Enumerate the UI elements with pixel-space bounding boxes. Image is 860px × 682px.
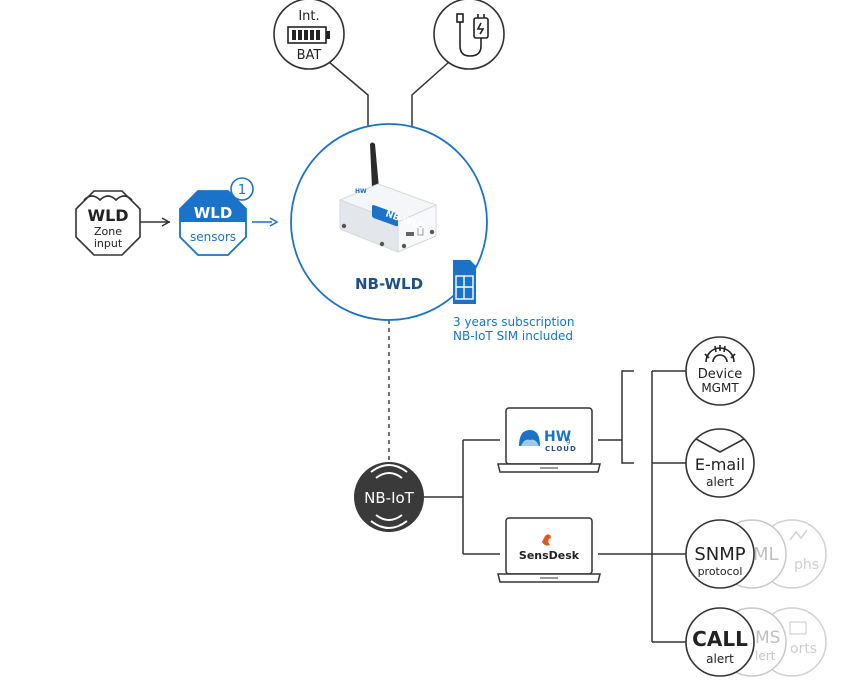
hwg-cloud-laptop: HW g CLOUD [497,407,601,473]
battery-bottom-label: BAT [297,48,322,63]
sensor-count-badge [230,177,254,201]
email-line2: alert [706,475,734,489]
sensdesk-label: SensDesk [519,549,580,562]
call-alert-node: CALL alert [685,607,755,677]
sensors-arrow-head [269,217,279,227]
sim-subscription-line2: NB-IoT SIM included [453,329,573,343]
snmp-line2: protocol [698,565,743,578]
ghost-reports-text: orts [790,641,817,657]
sim-subscription-line1: 3 years subscription [453,315,574,329]
charger-connector [411,61,450,126]
battery-node: Int. BAT [273,0,345,70]
device-mgmt-node: Device MGMT [685,336,755,406]
wld-sensors-node: WLD sensors 1 [179,177,254,256]
sensdesk-laptop: SensDesk [497,517,601,583]
device-mgmt-line2: MGMT [701,381,739,395]
hwg-cloud-text: CLOUD [545,445,577,453]
ghost-xml-text: ML [753,544,779,565]
wld-zone-line2: input [94,237,123,250]
email-line1: E-mail [695,455,745,474]
battery-top-label: Int. [298,9,319,24]
power-adapter-icon [456,13,489,57]
battery-connector [328,61,369,126]
sim-card-icon [453,260,476,304]
hwg-logo-sub: g [566,437,570,445]
wld-zone-title: WLD [87,206,128,225]
ghost-sms-text: MS [755,628,780,648]
ghost-report-icon [789,621,807,635]
gear-icon [704,345,736,363]
wld-sensors-subtitle: sensors [190,230,236,244]
water-wave-icon [83,195,133,202]
bracket-line [621,370,634,464]
charger-node [433,0,505,70]
device-name: NB-WLD [355,275,423,293]
hwg-logo-text: HW [544,429,571,445]
ghost-graph-icon [789,529,808,541]
zone-arrow-head [161,217,171,227]
nbiot-node: NB-IoT [354,462,424,532]
hwg-cloud-logo: HW g CLOUD [519,429,577,453]
sensdesk-logo-icon [542,534,551,546]
call-line1: CALL [692,627,748,651]
antenna-icon [370,142,379,188]
device-image: NB-WLD HW [338,183,438,253]
connector-lines [140,61,686,643]
ghost-graphs-text: phs [794,557,819,573]
email-alert-node: E-mail alert [685,428,755,498]
wld-zone-line1: Zone [94,225,122,238]
envelope-icon [695,438,745,453]
device-mgmt-line1: Device [698,367,742,382]
call-line2: alert [706,652,734,666]
nb-wld-device-node: NB-WLD HW NB-WLD [290,123,488,321]
signal-waves-icon [370,464,408,529]
sensor-count-text: 1 [238,183,246,198]
device-box-brand: HW [355,188,367,195]
battery-icon [287,26,330,44]
wld-sensors-title: WLD [194,204,233,222]
snmp-protocol-node: SNMP protocol [685,519,755,589]
nbiot-label: NB-IoT [364,489,415,507]
wld-zone-input-node: WLD Zone input [75,190,141,256]
ghost-sms-sub: lert [755,649,776,663]
snmp-line1: SNMP [694,544,745,565]
